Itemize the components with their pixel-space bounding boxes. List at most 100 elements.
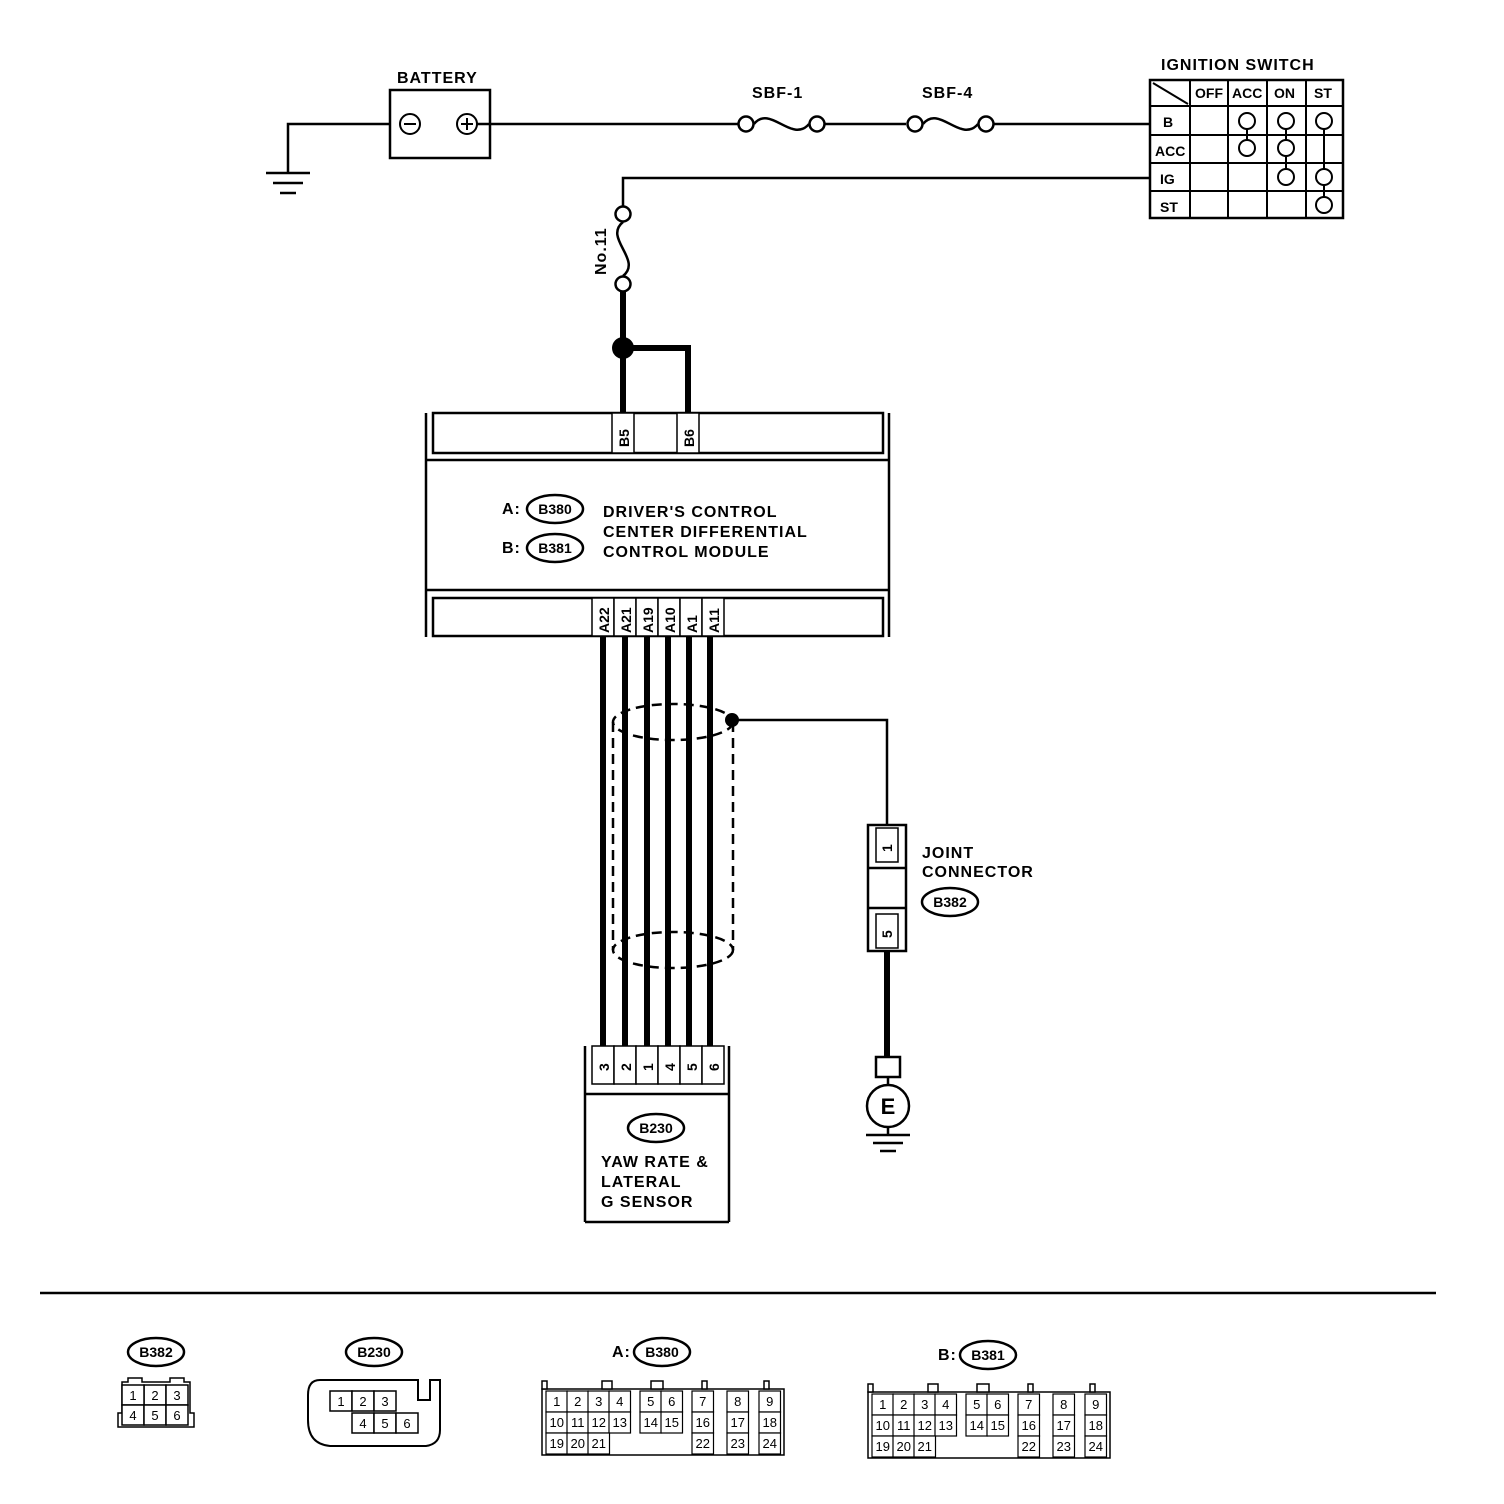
b381-pin: 20	[897, 1439, 911, 1454]
joint-connector: 1 5 JOINT CONNECTOR B382	[866, 823, 1034, 953]
b380-pin: 14	[644, 1415, 658, 1430]
sensor-pin-6: 6	[706, 1063, 722, 1071]
fuse-sbf-4: SBF-4	[906, 85, 995, 133]
ign-row-ig: IG	[1160, 171, 1175, 187]
joint-connector-id: B382	[933, 894, 967, 910]
b381-pin: 13	[939, 1418, 953, 1433]
b380-pin: 18	[763, 1415, 777, 1430]
ign-col-on: ON	[1274, 85, 1295, 101]
b230-view-label: B230	[357, 1344, 391, 1360]
sensor-name-line3: G SENSOR	[601, 1194, 693, 1211]
module-name-line1: DRIVER'S CONTROL	[603, 504, 777, 521]
battery-ground-symbol	[266, 122, 392, 195]
ignition-switch: IGNITION SWITCH OFF ACC ON ST B ACC IG S…	[1148, 57, 1345, 220]
b380-pin: 23	[731, 1436, 745, 1451]
module-b-prefix: B:	[502, 540, 521, 557]
b382-pin: 4	[129, 1408, 136, 1423]
b380-pin: 21	[592, 1436, 606, 1451]
b381-pin: 4	[942, 1397, 949, 1412]
b381-pin: 17	[1057, 1418, 1071, 1433]
b380-pin: 2	[574, 1394, 581, 1409]
b230-pin: 2	[359, 1394, 366, 1409]
fuse-sbf-4-label: SBF-4	[922, 85, 973, 102]
b380-pin: 15	[665, 1415, 679, 1430]
b382-pin: 2	[151, 1388, 158, 1403]
sensor-pin-4: 4	[662, 1063, 678, 1071]
fuse-sbf-1-label: SBF-1	[752, 85, 803, 102]
ign-col-acc: ACC	[1232, 85, 1262, 101]
b381-pin: 5	[973, 1397, 980, 1412]
b381-pin: 3	[921, 1397, 928, 1412]
b380-pin: 11	[571, 1415, 585, 1430]
b381-pin: 10	[876, 1418, 890, 1433]
pin-b6: B6	[681, 429, 697, 447]
b230-pin: 5	[381, 1416, 388, 1431]
b380-pin: 9	[766, 1394, 773, 1409]
module-a-connector: B380	[538, 501, 572, 517]
b382-pin: 6	[173, 1408, 180, 1423]
fuse-no-11-label: No.11	[593, 227, 610, 275]
pin-a21: A21	[618, 607, 634, 633]
b380-pin: 17	[731, 1415, 745, 1430]
b380-view-prefix: A:	[612, 1344, 631, 1361]
b381-view-label: B381	[971, 1347, 1005, 1363]
b382-pin: 3	[173, 1388, 180, 1403]
b382-pin: 5	[151, 1408, 158, 1423]
ignition-switch-title: IGNITION SWITCH	[1161, 57, 1315, 74]
b381-pin: 22	[1022, 1439, 1036, 1454]
b380-pin: 19	[550, 1436, 564, 1451]
battery-label: BATTERY	[397, 70, 478, 87]
sensor-name-line1: YAW RATE &	[601, 1154, 709, 1171]
pin-a1: A1	[684, 615, 700, 633]
b382-pin: 1	[129, 1388, 136, 1403]
b380-pin: 8	[734, 1394, 741, 1409]
sensor-pin-1: 1	[640, 1063, 656, 1071]
b380-pin: 10	[550, 1415, 564, 1430]
b381-pin: 6	[994, 1397, 1001, 1412]
b380-pin: 20	[571, 1436, 585, 1451]
yaw-rate-sensor: 3 2 1 4 5 6 B230 YAW RATE & LATERAL G SE…	[583, 1045, 731, 1224]
module-name-line2: CENTER DIFFERENTIAL	[603, 524, 808, 541]
b381-pin: 21	[918, 1439, 932, 1454]
b381-pin: 1	[879, 1397, 886, 1412]
pin-a22: A22	[596, 607, 612, 633]
shield	[611, 702, 735, 970]
ign-row-acc: ACC	[1155, 143, 1185, 159]
b381-pin: 14	[970, 1418, 984, 1433]
b380-pin: 7	[699, 1394, 706, 1409]
ign-col-st: ST	[1314, 85, 1332, 101]
b380-view-label: B380	[645, 1344, 679, 1360]
pin-a10: A10	[662, 607, 678, 633]
b381-pin: 8	[1060, 1397, 1067, 1412]
b230-pin: 1	[337, 1394, 344, 1409]
b381-pin: 7	[1025, 1397, 1032, 1412]
sensor-name-line2: LATERAL	[601, 1174, 681, 1191]
module-name-line3: CONTROL MODULE	[603, 544, 770, 561]
b381-pin: 2	[900, 1397, 907, 1412]
ground-e-label: E	[881, 1094, 896, 1119]
module-a-prefix: A:	[502, 501, 521, 518]
control-module: B5 B6 A22 A21 A19 A10 A1 A11 A: B380 B: …	[424, 411, 891, 638]
joint-label-line2: CONNECTOR	[922, 864, 1034, 881]
splice-node	[612, 337, 634, 359]
pin-a19: A19	[640, 607, 656, 633]
b381-view-prefix: B:	[938, 1347, 957, 1364]
sensor-pin-5: 5	[684, 1063, 700, 1071]
b380-pin: 22	[696, 1436, 710, 1451]
b380-pin: 24	[763, 1436, 777, 1451]
ign-row-b: B	[1163, 114, 1173, 130]
joint-pin-5: 5	[879, 930, 895, 938]
pin-a11: A11	[706, 608, 722, 633]
joint-label-line1: JOINT	[922, 845, 974, 862]
harness-wires	[600, 637, 713, 1046]
b380-pin: 13	[613, 1415, 627, 1430]
ign-col-off: OFF	[1195, 85, 1223, 101]
b381-pin: 9	[1092, 1397, 1099, 1412]
sensor-pin-3: 3	[596, 1063, 612, 1071]
ground-e: E	[865, 1055, 911, 1153]
b230-pin: 3	[381, 1394, 388, 1409]
ign-row-st: ST	[1160, 199, 1178, 215]
